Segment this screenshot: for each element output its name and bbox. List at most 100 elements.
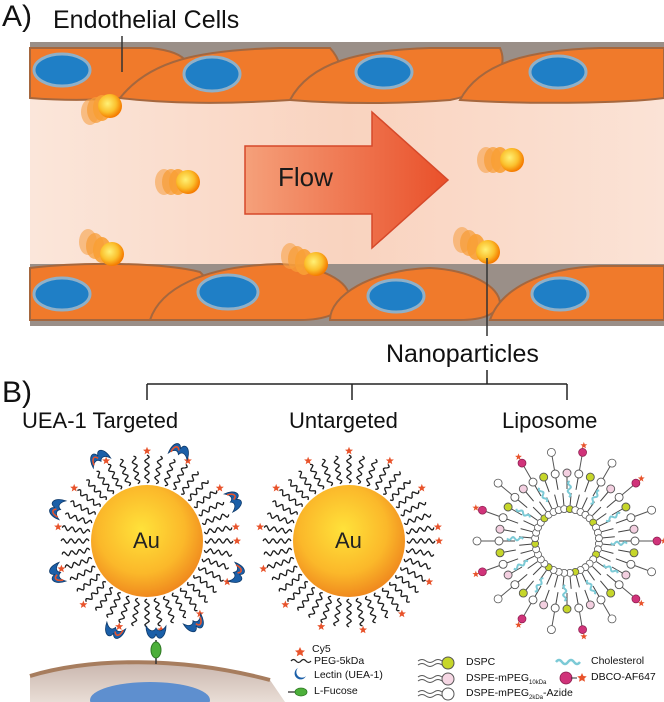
lipid-tail: [511, 508, 523, 516]
lipid-tail: [503, 529, 516, 533]
lipid-tail: [534, 585, 542, 597]
peg-chain: [163, 458, 176, 487]
lipid-head: [539, 600, 549, 610]
lipid-tail: [527, 561, 538, 569]
panel-a-label: A): [2, 0, 32, 33]
lipid-tail: [615, 518, 628, 524]
azide-head: [493, 594, 503, 604]
peg-chain: [266, 556, 295, 569]
cy5-dye: [256, 522, 265, 531]
lipid-tail: [525, 580, 534, 591]
nanoparticle: [477, 147, 524, 173]
panel-b: [29, 370, 664, 702]
peg-chain: [395, 490, 420, 509]
panel-b-label: B): [2, 376, 32, 409]
lipid-tail: [611, 508, 623, 516]
peg-chain: [69, 565, 96, 581]
bottom-cell-row: [29, 262, 664, 321]
cy5-dye: [580, 632, 588, 640]
uea-targeted-particle: [49, 443, 245, 639]
cell-nucleus-partial: [90, 682, 210, 702]
peg-chain: [298, 470, 317, 495]
peg-chain: [355, 597, 365, 627]
lipid-tail: [520, 549, 533, 554]
azide-head: [493, 478, 503, 488]
lipid-tail: [555, 477, 559, 490]
lipid-head: [518, 588, 528, 598]
lipid-head: [614, 492, 624, 502]
lipid-tail: [575, 477, 579, 490]
lipid-tail: [606, 574, 617, 583]
cy5-dye: [397, 609, 406, 618]
lipid-tail: [562, 493, 565, 506]
peg-chain: [85, 580, 107, 602]
peg-chain: [70, 500, 96, 515]
peg-chain: [375, 464, 390, 490]
lipid-tail: [544, 480, 550, 493]
cy5-dye: [580, 441, 588, 449]
lipid-tail: [596, 513, 607, 521]
legend: [288, 647, 587, 701]
lipid-tail: [534, 485, 542, 497]
peg-linker: [602, 466, 611, 479]
cy5-dye: [472, 504, 480, 511]
dbco-dye: [578, 448, 587, 457]
dbco-dye: [631, 478, 641, 488]
lipid-head: [621, 570, 631, 580]
cy5-dye: [143, 446, 151, 455]
azide-head: [647, 567, 656, 577]
peg-chain: [605, 511, 621, 523]
cy5-dye: [183, 456, 192, 465]
cy5-dye: [233, 536, 241, 545]
peg-chain: [198, 567, 224, 582]
peg-chain: [96, 470, 115, 495]
lipid-tail: [606, 499, 617, 508]
peg-chain: [406, 537, 436, 544]
peg-linker: [486, 511, 500, 517]
lectin: [105, 620, 127, 639]
cy5-dye: [304, 456, 313, 465]
peg-chain: [64, 512, 93, 525]
peg-chain: [308, 592, 323, 618]
peg-chain: [107, 463, 123, 490]
peg-chain: [266, 512, 295, 525]
cy5-dye: [515, 453, 522, 460]
peg-shell: [256, 446, 443, 634]
peg-chain: [181, 471, 199, 495]
peg-chain: [187, 480, 209, 502]
lipid-tail: [601, 549, 614, 554]
fucose-marker: [150, 641, 162, 659]
azide-head: [647, 505, 656, 515]
dbco-dye: [517, 614, 527, 624]
lipid-tail: [506, 558, 519, 564]
lipid-head: [550, 469, 560, 479]
peg-chain: [388, 581, 410, 603]
cy5-dye: [70, 483, 79, 492]
peg-chain: [204, 537, 234, 544]
lipid-head: [626, 513, 636, 523]
cy5-dye: [157, 625, 166, 634]
peg-chain: [515, 508, 531, 518]
dbco-dye: [517, 458, 527, 468]
cy5-dye: [272, 483, 281, 492]
cy5-dye: [385, 456, 394, 465]
lipid-head: [495, 524, 505, 534]
cy5-dye: [215, 483, 224, 492]
cy5-dye: [425, 577, 434, 586]
peg-chain: [590, 489, 600, 505]
peg-chain: [193, 490, 218, 509]
peg-linker: [621, 586, 634, 597]
peg-chain: [534, 577, 544, 593]
lipid-head: [498, 559, 508, 569]
lipid-tail: [592, 566, 602, 576]
peg-linker: [579, 456, 583, 471]
peg-chain: [95, 587, 113, 611]
peg-chain: [60, 538, 90, 545]
peg-chain: [321, 458, 334, 487]
lipid-tail: [581, 497, 588, 509]
cy5-dye: [281, 600, 290, 608]
lipid-head: [585, 472, 595, 482]
peg-chain: [131, 597, 141, 627]
cy5-dye: [102, 456, 111, 465]
